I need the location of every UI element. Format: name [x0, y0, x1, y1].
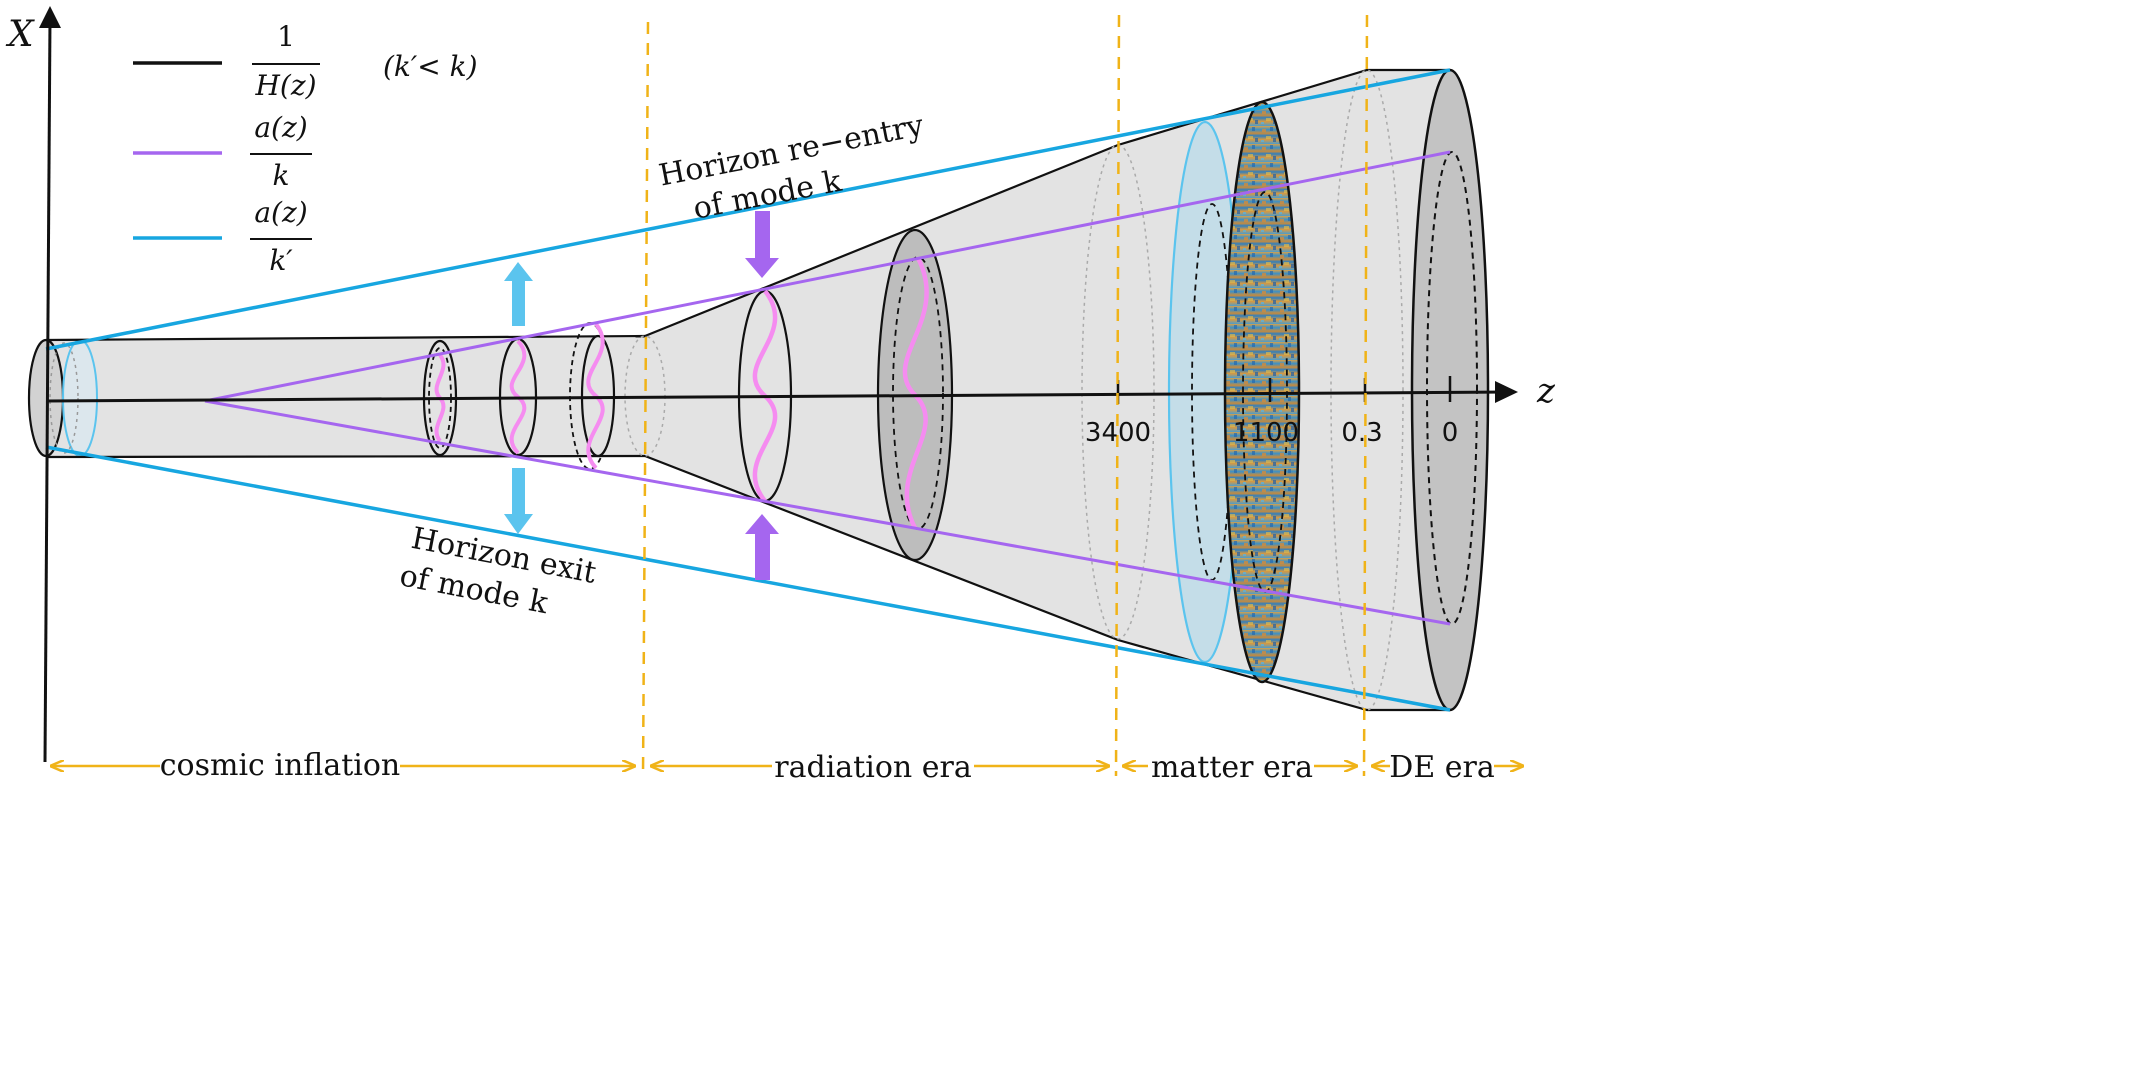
z-axis-line: [45, 390, 1511, 403]
legend-mode-kprime-numerator: a(z): [254, 196, 307, 229]
reentry-annotation: Horizon re−entry of mode k: [656, 108, 926, 227]
x-axis-arrowhead: [39, 6, 61, 28]
ring-inflation-3: [569, 322, 616, 470]
hubble-radius-top-edge: [644, 68, 1450, 338]
legend-mode-kprime-denominator: k′: [269, 244, 293, 277]
exit-arrow-up: [504, 262, 533, 326]
tick-label-1100: 1100: [1233, 418, 1299, 448]
exit-annotation: Horizon exit of mode k: [397, 521, 599, 622]
x-axis-label: X: [5, 14, 35, 55]
blue-start-ring: [62, 339, 98, 457]
dotted-start-ring: [49, 342, 79, 454]
era-label-matter: matter era: [1151, 750, 1313, 785]
mode-k-top-line: [204, 150, 1451, 403]
hubble-radius-bottom-edge: [644, 454, 1450, 712]
mode-kprime-bottom-line: [45, 445, 1451, 712]
divider-matter-de: [1362, 14, 1369, 777]
dotted-section-0-3: [1330, 69, 1404, 711]
cylinder-bottom-edge: [45, 454, 646, 459]
reentry-arrow-down: [745, 211, 779, 278]
legend-mode-k-numerator: a(z): [254, 111, 307, 144]
tick-label-3400: 3400: [1085, 418, 1151, 448]
z-axis-label: z: [1536, 371, 1556, 411]
reentry-arrow-up: [745, 514, 779, 580]
cylinder-top-edge: [45, 334, 646, 342]
inflation-cylinder-body: [46, 336, 645, 457]
tick-label-0: 0: [1442, 418, 1459, 448]
mode-kprime-top-line: [45, 68, 1451, 351]
z-axis-arrowhead: [1495, 381, 1518, 403]
exit-arrow-down: [504, 468, 533, 534]
legend-mode-k-denominator: k: [273, 159, 290, 192]
x-axis-line: [43, 17, 52, 763]
legend-hubble-numerator: 1: [277, 20, 295, 53]
divider-radiation-matter: [1114, 14, 1121, 777]
legend-hubble-denominator: H(z): [254, 69, 316, 102]
legend-condition: (k′< k): [383, 50, 478, 83]
era-label-de: DE era: [1389, 750, 1495, 785]
mode-k-bottom-line: [204, 399, 1451, 626]
era-label-inflation: cosmic inflation: [160, 748, 400, 783]
tick-label-0-3: 0.3: [1341, 418, 1382, 448]
era-label-radiation: radiation era: [774, 750, 972, 785]
dotted-section-3400: [1081, 144, 1155, 640]
